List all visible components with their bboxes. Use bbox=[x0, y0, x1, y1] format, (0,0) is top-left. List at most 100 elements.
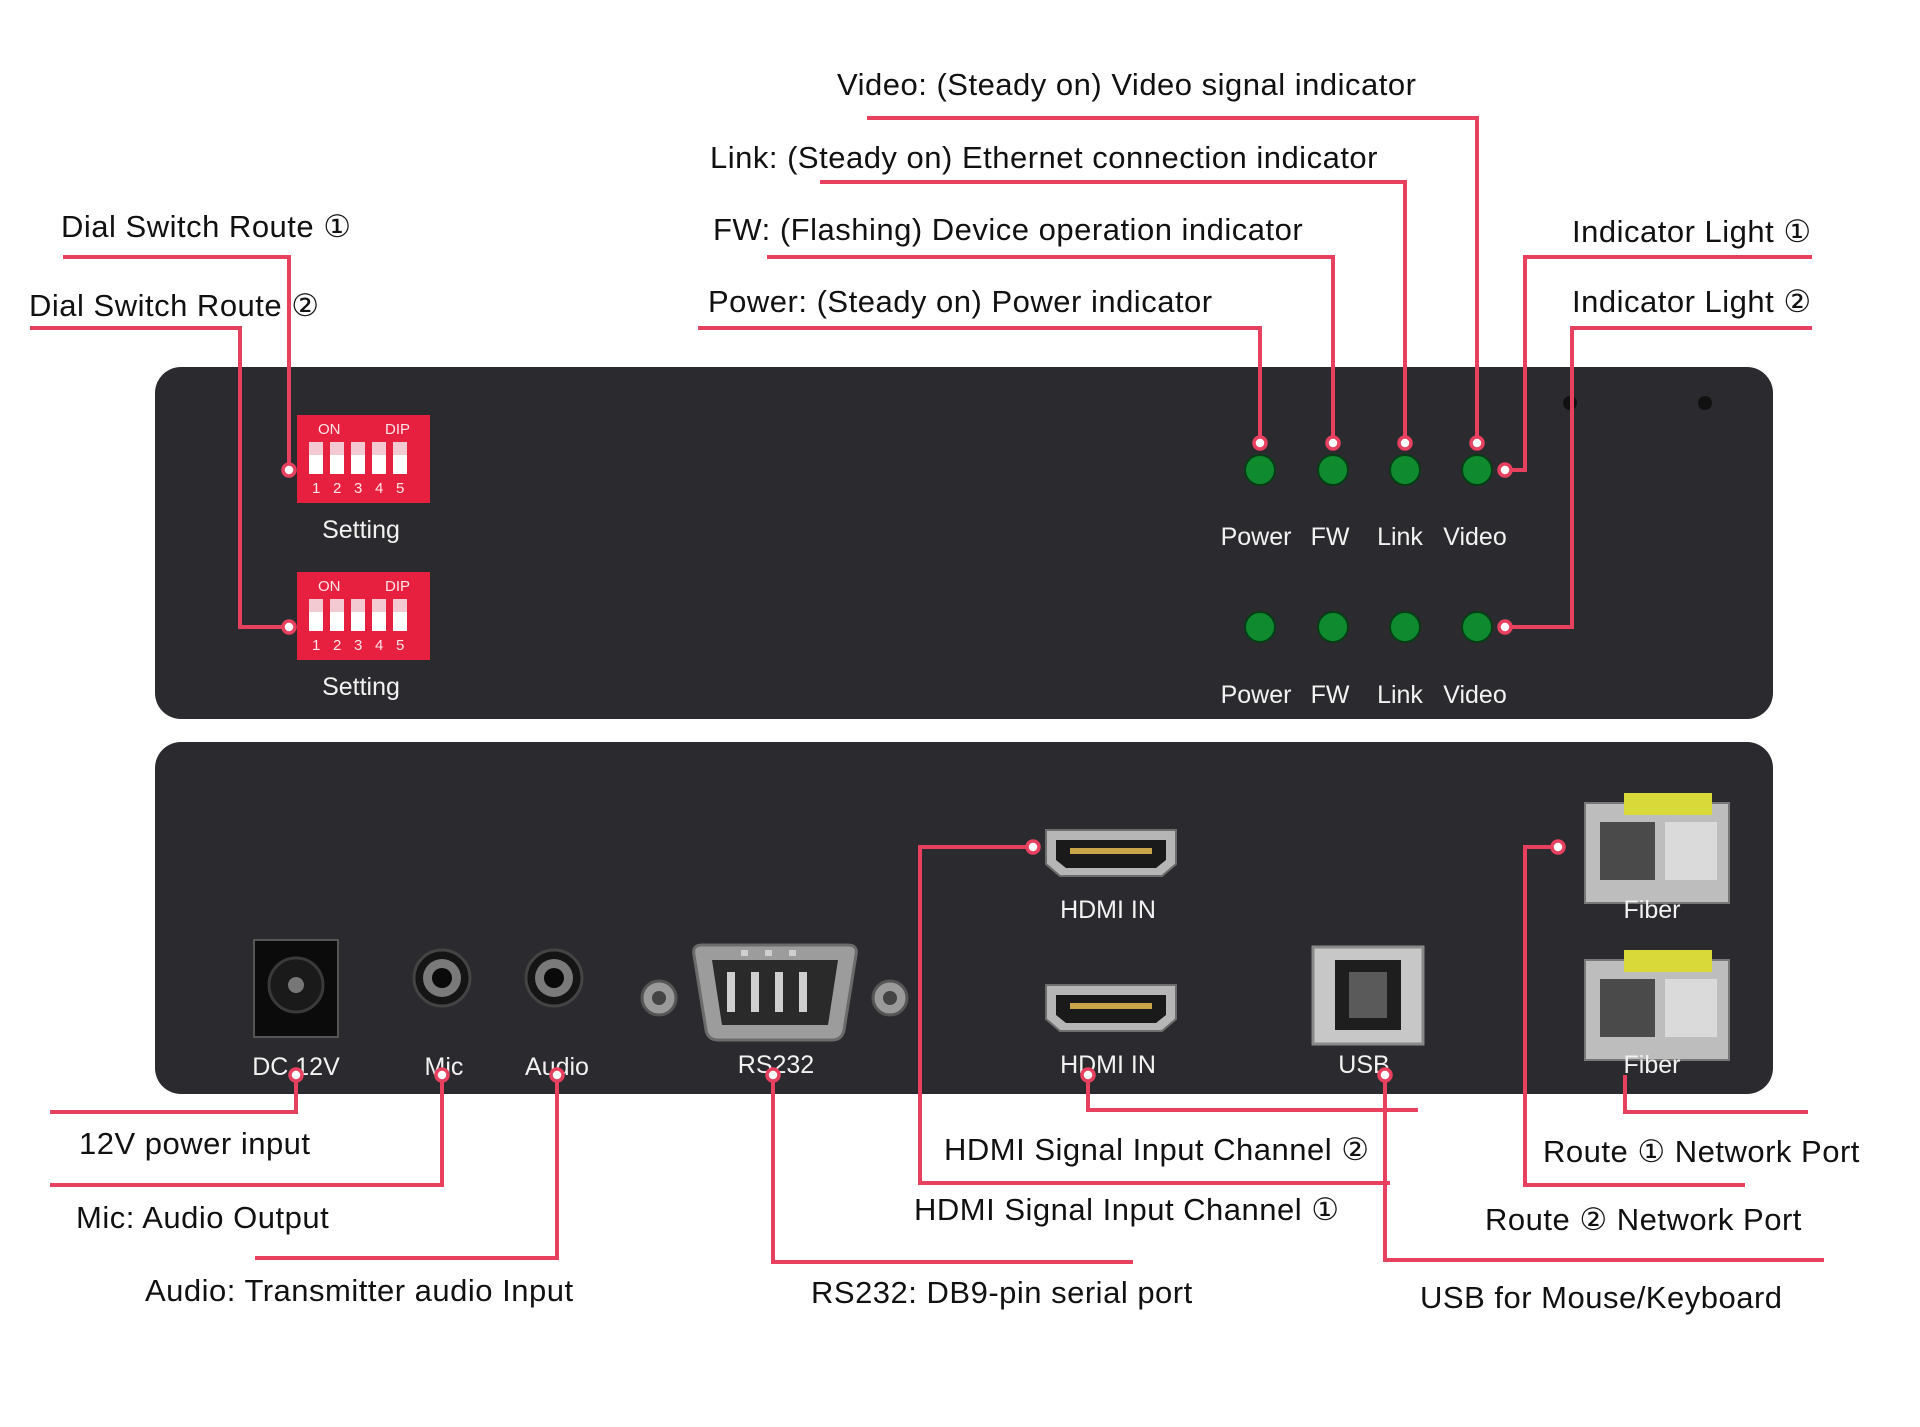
power-input-callout: 12V power input bbox=[79, 1126, 311, 1161]
rs232-callout: RS232: DB9-pin serial port bbox=[811, 1275, 1193, 1310]
front-screw-right bbox=[1698, 396, 1712, 410]
leader-lines bbox=[30, 116, 1824, 1264]
indicator-row-1: Power FW Link Video bbox=[1221, 454, 1507, 551]
dip-on-label: ON bbox=[318, 578, 341, 595]
power-callout: Power: (Steady on) Power indicator bbox=[708, 284, 1213, 319]
audio-leader-dot bbox=[549, 1067, 565, 1083]
rear-panel bbox=[155, 742, 1773, 1094]
dip-dip-label: DIP bbox=[385, 421, 410, 438]
dial1-leader-dot bbox=[281, 462, 297, 478]
usb-callout: USB for Mouse/Keyboard bbox=[1420, 1280, 1783, 1315]
mic-leader bbox=[50, 1075, 444, 1187]
rs232-leader-dot bbox=[765, 1067, 781, 1083]
video-led-label: Video bbox=[1443, 681, 1507, 709]
link-leader-dot bbox=[1397, 435, 1413, 451]
dip-number: 2 bbox=[333, 480, 341, 497]
hdmi2-leader-dot bbox=[1080, 1067, 1096, 1083]
front-panel bbox=[155, 367, 1773, 719]
dc-jack[interactable] bbox=[253, 939, 339, 1038]
dip-number: 5 bbox=[396, 480, 404, 497]
link-led-label: Link bbox=[1377, 681, 1423, 709]
indicator-row-2: Power FW Link Video bbox=[1221, 611, 1507, 709]
route2-callout: Route ② Network Port bbox=[1485, 1202, 1802, 1237]
fw-led-1 bbox=[1317, 454, 1349, 486]
hdmi-label-2: HDMI IN bbox=[1060, 1051, 1156, 1079]
power-input-leader bbox=[50, 1075, 298, 1114]
power-leader bbox=[698, 326, 1262, 443]
dc-leader-dot bbox=[288, 1067, 304, 1083]
dip-number: 2 bbox=[333, 637, 341, 654]
power-led-label: Power bbox=[1221, 681, 1292, 709]
ind2-callout: Indicator Light ② bbox=[1572, 284, 1812, 319]
usb-b-port[interactable] bbox=[1311, 945, 1425, 1046]
video-led-label: Video bbox=[1443, 523, 1507, 551]
audio-callout: Audio: Transmitter audio Input bbox=[145, 1273, 574, 1308]
hdmi-in-port-1[interactable] bbox=[1045, 829, 1177, 877]
hdmi1-leader bbox=[918, 845, 1390, 1185]
fiber-label-2: Fiber bbox=[1624, 1051, 1681, 1079]
audio-jack[interactable] bbox=[524, 948, 584, 1008]
hdmi2-leader bbox=[1086, 1075, 1418, 1112]
fw-callout: FW: (Flashing) Device operation indicato… bbox=[713, 212, 1303, 247]
dip-number: 1 bbox=[312, 637, 320, 654]
ind1-leader-dot bbox=[1497, 462, 1513, 478]
mic-jack[interactable] bbox=[412, 948, 472, 1008]
rs232-port[interactable] bbox=[640, 943, 909, 1042]
route1-leader bbox=[1623, 1075, 1808, 1114]
usb-leader-dot bbox=[1377, 1067, 1393, 1083]
dip-setting-label-2: Setting bbox=[322, 673, 400, 701]
rs232-leader bbox=[771, 1075, 1133, 1264]
link-led-2 bbox=[1389, 611, 1421, 643]
video-leader bbox=[867, 116, 1479, 443]
video-led-2 bbox=[1461, 611, 1493, 643]
mic-leader-dot bbox=[434, 1067, 450, 1083]
fw-led-label: FW bbox=[1311, 681, 1350, 709]
power-led-label: Power bbox=[1221, 523, 1292, 551]
hdmi2-callout: HDMI Signal Input Channel ② bbox=[944, 1132, 1370, 1167]
ind2-leader-dot bbox=[1497, 619, 1513, 635]
power-led-1 bbox=[1244, 454, 1276, 486]
mic-callout: Mic: Audio Output bbox=[76, 1200, 329, 1235]
hdmi1-callout: HDMI Signal Input Channel ① bbox=[914, 1192, 1340, 1227]
video-leader-dot bbox=[1469, 435, 1485, 451]
dial2-callout: Dial Switch Route ② bbox=[29, 288, 320, 323]
power-led-2 bbox=[1244, 611, 1276, 643]
link-callout: Link: (Steady on) Ethernet connection in… bbox=[710, 140, 1378, 175]
ind1-leader bbox=[1505, 255, 1812, 472]
dip-switch-2[interactable]: ON DIP 1 2 3 4 5 bbox=[297, 572, 430, 660]
dip-setting-label-1: Setting bbox=[322, 516, 400, 544]
dip-number: 5 bbox=[396, 637, 404, 654]
dip-number: 1 bbox=[312, 480, 320, 497]
fw-led-2 bbox=[1317, 611, 1349, 643]
dip-dip-label: DIP bbox=[385, 578, 410, 595]
link-leader bbox=[820, 180, 1407, 443]
dial1-callout: Dial Switch Route ① bbox=[61, 209, 352, 244]
video-led-1 bbox=[1461, 454, 1493, 486]
fiber-sfp-port-1[interactable] bbox=[1584, 793, 1730, 904]
dial2-leader bbox=[30, 326, 289, 629]
dip-number: 3 bbox=[354, 480, 362, 497]
ind1-callout: Indicator Light ① bbox=[1572, 214, 1812, 249]
fiber-sfp-port-2[interactable] bbox=[1584, 950, 1730, 1061]
video-callout: Video: (Steady on) Video signal indicato… bbox=[837, 67, 1416, 102]
hdmi-in-port-2[interactable] bbox=[1045, 984, 1177, 1032]
fiber1-leader-dot bbox=[1550, 839, 1566, 855]
hdmi1-leader-dot bbox=[1025, 839, 1041, 855]
fw-led-label: FW bbox=[1311, 523, 1350, 551]
dial1-leader bbox=[63, 255, 291, 470]
dip-on-label: ON bbox=[318, 421, 341, 438]
dip-number: 4 bbox=[375, 480, 383, 497]
dip-number: 4 bbox=[375, 637, 383, 654]
route1-callout: Route ① Network Port bbox=[1543, 1134, 1860, 1169]
audio-leader bbox=[255, 1075, 559, 1260]
dial2-leader-dot bbox=[281, 619, 297, 635]
link-led-1 bbox=[1389, 454, 1421, 486]
link-led-label: Link bbox=[1377, 523, 1423, 551]
dip-switch-1[interactable]: ON DIP 1 2 3 4 5 bbox=[297, 415, 430, 503]
dip-number: 3 bbox=[354, 637, 362, 654]
usb-leader bbox=[1383, 1075, 1824, 1262]
fiber-label-1: Fiber bbox=[1624, 896, 1681, 924]
fw-leader-dot bbox=[1325, 435, 1341, 451]
fw-leader bbox=[767, 255, 1335, 443]
